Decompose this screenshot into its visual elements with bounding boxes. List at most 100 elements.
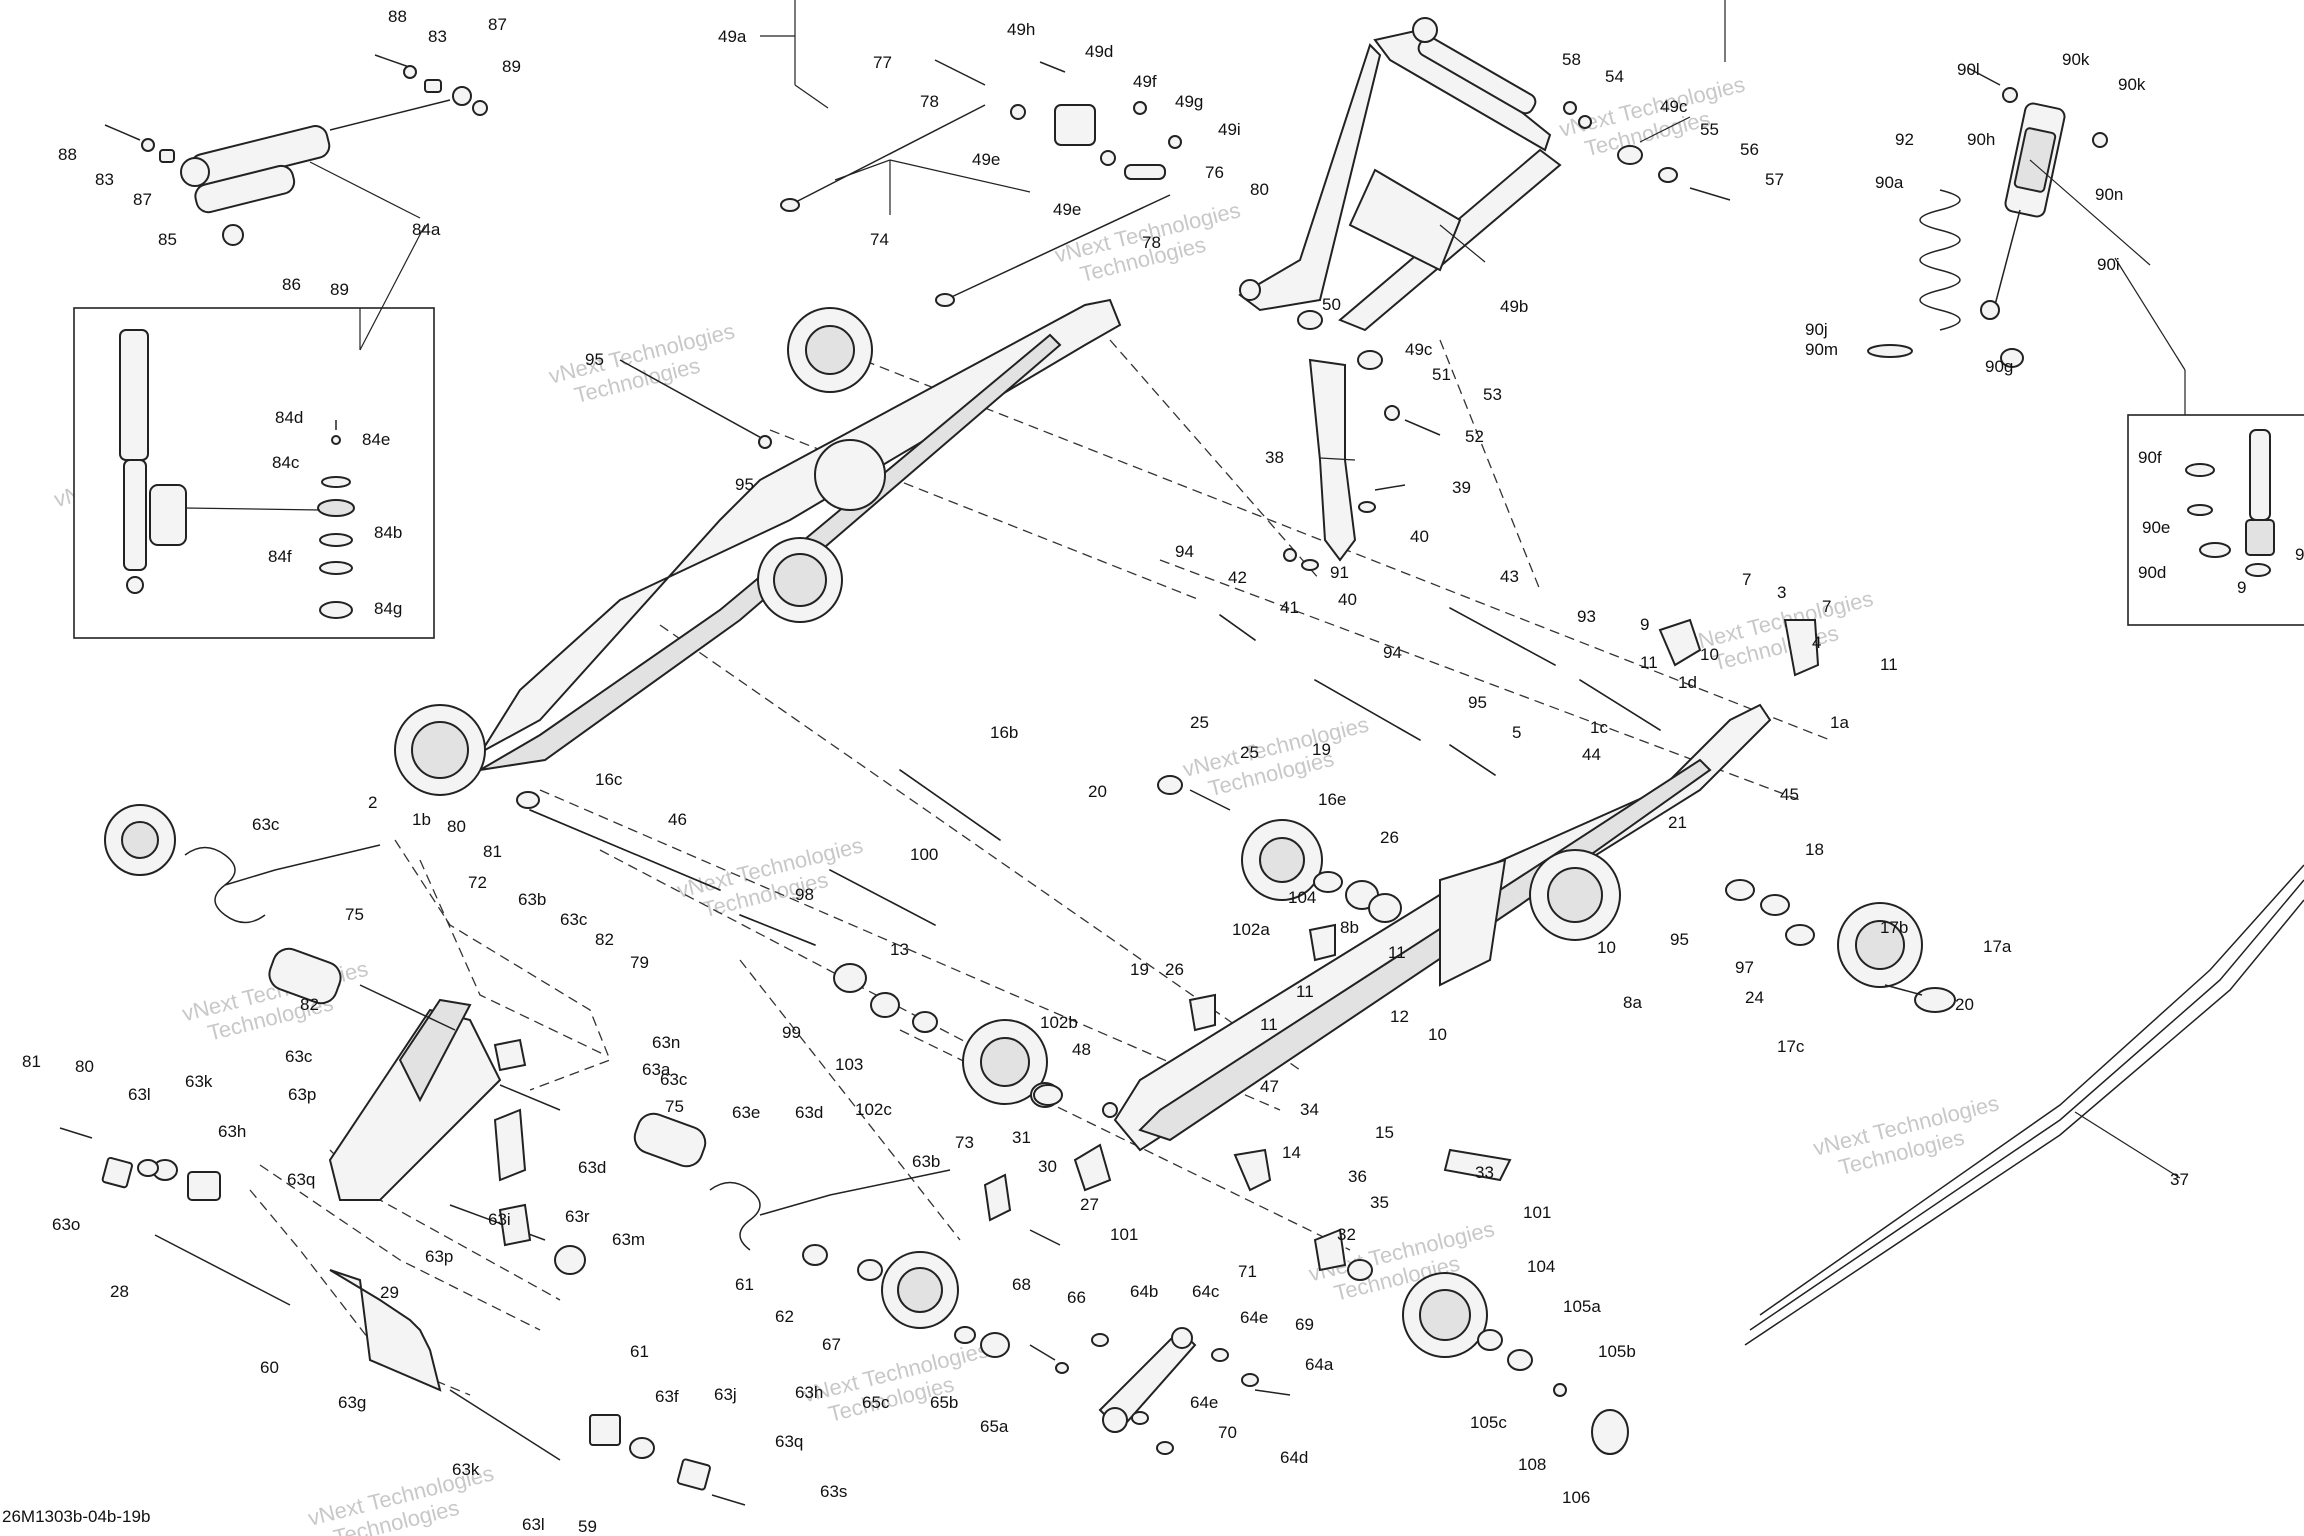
- part-label: 72: [468, 873, 487, 892]
- part-label: 59: [578, 1517, 597, 1536]
- part-label: 95: [585, 350, 604, 369]
- part-label: 63g: [338, 1393, 366, 1412]
- leader-lines: [184, 0, 2186, 1179]
- part-label: 90f: [2138, 448, 2162, 467]
- part-label: 12: [1390, 1007, 1409, 1026]
- part-label: 60: [260, 1358, 279, 1377]
- part-label: 80: [1250, 180, 1269, 199]
- part-label: 63e: [732, 1103, 760, 1122]
- part-label: 83: [428, 27, 447, 46]
- part-label: 90d: [2138, 563, 2166, 582]
- part-label: 63k: [452, 1460, 480, 1479]
- part-label: 7: [1742, 570, 1751, 589]
- part-label: 102a: [1232, 920, 1270, 939]
- part-label: 25: [1190, 713, 1209, 732]
- part-label: 63i: [488, 1210, 511, 1229]
- part-label: 63c: [285, 1047, 313, 1066]
- part-label: 63m: [612, 1230, 645, 1249]
- part-label: 63k: [185, 1072, 213, 1091]
- part-label: 50: [1322, 295, 1341, 314]
- part-label: 95: [735, 475, 754, 494]
- part-label: 10: [1700, 645, 1719, 664]
- left-rail-assembly: [394, 298, 1122, 796]
- part-label: 65c: [862, 1393, 890, 1412]
- part-label: 11: [1880, 655, 1898, 674]
- part-label: 87: [488, 15, 507, 34]
- part-label: 88: [58, 145, 77, 164]
- part-label: 63o: [52, 1215, 80, 1234]
- part-label: 96: [2295, 545, 2304, 564]
- part-label: 84a: [412, 220, 441, 239]
- arm-hardware: [1297, 101, 1731, 436]
- part-label: 71: [1238, 1262, 1257, 1281]
- part-label: 95: [1468, 693, 1487, 712]
- part-label: 57: [1765, 170, 1784, 189]
- inset-shock-detail: [73, 307, 435, 639]
- part-label: 63a: [642, 1060, 671, 1079]
- part-label: 86: [282, 275, 301, 294]
- part-label: 63d: [578, 1158, 606, 1177]
- part-label: 63q: [287, 1170, 315, 1189]
- part-label: 90l: [1957, 60, 1980, 79]
- center-brackets: [493, 618, 1820, 1272]
- part-label: 74: [870, 230, 889, 249]
- part-label: 103: [835, 1055, 863, 1074]
- part-label: 79: [630, 953, 649, 972]
- part-label: 89: [502, 57, 521, 76]
- part-label: 1c: [1590, 718, 1608, 737]
- part-label: 49b: [1500, 297, 1528, 316]
- part-label: 1a: [1830, 713, 1849, 732]
- part-label: 38: [1265, 448, 1284, 467]
- part-label: 64b: [1130, 1282, 1158, 1301]
- part-label: 49a: [718, 27, 747, 46]
- part-label: 63l: [522, 1515, 545, 1534]
- part-label: 49c: [1660, 97, 1688, 116]
- part-label: 19: [1312, 740, 1331, 759]
- part-label: 41: [1280, 598, 1299, 617]
- part-label: 28: [110, 1282, 129, 1301]
- part-label: 94: [1383, 643, 1402, 662]
- part-label: 17a: [1983, 937, 2012, 956]
- part-label: 4: [1812, 633, 1821, 652]
- part-label: 93: [1577, 607, 1596, 626]
- part-label: 65b: [930, 1393, 958, 1412]
- front-arm-63a: [59, 984, 746, 1506]
- part-label: 45: [1780, 785, 1799, 804]
- part-label: 63p: [288, 1085, 316, 1104]
- part-label: 16c: [595, 770, 623, 789]
- part-label: 105c: [1470, 1413, 1507, 1432]
- part-label: 49e: [972, 150, 1000, 169]
- part-label: 27: [1080, 1195, 1099, 1214]
- part-label: 84d: [275, 408, 303, 427]
- part-label: 24: [1745, 988, 1764, 1007]
- part-label: 75: [345, 905, 364, 924]
- part-label: 101: [1523, 1203, 1551, 1222]
- part-label: 32: [1337, 1225, 1356, 1244]
- part-label: 78: [920, 92, 939, 111]
- inset-rear-shock-detail: [2127, 414, 2304, 626]
- part-label: 75: [665, 1097, 684, 1116]
- idler-link-64: [1029, 1327, 1291, 1455]
- part-label: 49e: [1053, 200, 1081, 219]
- part-label: 1b: [412, 810, 431, 829]
- part-label: 84c: [272, 453, 300, 472]
- part-label: 63q: [775, 1432, 803, 1451]
- part-label: 81: [22, 1052, 41, 1071]
- part-labels: 88 83 87 89 88 83 87 85 86 89 84a 84d 84…: [2, 7, 2304, 1536]
- part-label: 44: [1582, 745, 1601, 764]
- part-label: 95: [1670, 930, 1689, 949]
- part-label: 49i: [1218, 120, 1241, 139]
- part-label: 34: [1300, 1100, 1319, 1119]
- part-label: 13: [890, 940, 909, 959]
- part-label: 101: [1110, 1225, 1138, 1244]
- part-label: 10: [1428, 1025, 1447, 1044]
- part-label: 7: [1822, 597, 1831, 616]
- part-label: 62: [775, 1307, 794, 1326]
- part-label: 63h: [795, 1383, 823, 1402]
- part-label: 63c: [560, 910, 588, 929]
- part-label: 17c: [1777, 1037, 1805, 1056]
- part-label: 100: [910, 845, 938, 864]
- part-label: 84e: [362, 430, 390, 449]
- part-label: 36: [1348, 1167, 1367, 1186]
- part-label: 26: [1165, 960, 1184, 979]
